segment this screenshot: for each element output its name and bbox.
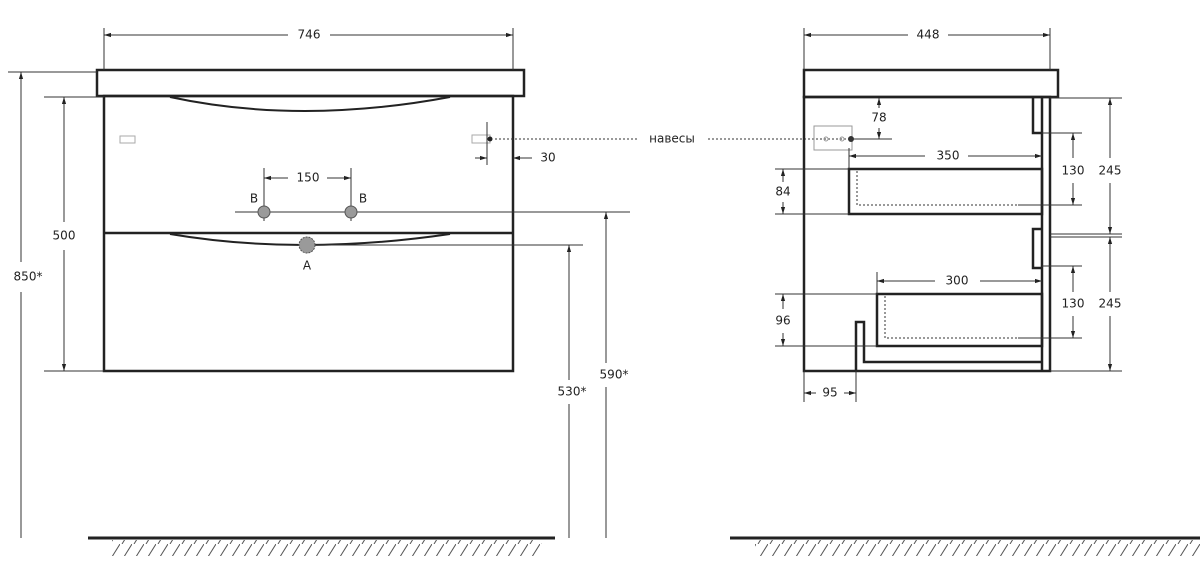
floor-hatch-right <box>755 540 1200 556</box>
inlet-left-icon <box>257 205 271 219</box>
dim-inlet-height: 590* <box>600 368 629 382</box>
lower-drawer-box <box>875 292 1044 348</box>
inlet-right-label: B <box>359 192 367 206</box>
dim-lower-drawer-height: 96 <box>775 314 790 328</box>
upper-handle-curve <box>169 96 451 112</box>
floor-hatch-left <box>112 540 542 556</box>
cabinet-body-side <box>802 95 1052 373</box>
dim-upper-drawer-depth: 350 <box>937 149 960 163</box>
hinge-left-icon <box>119 135 136 144</box>
dim-upper-drawer-height: 84 <box>775 185 790 199</box>
dim-hinge-offset: 30 <box>540 151 555 165</box>
dim-width: 746 <box>298 28 321 42</box>
drain-label: A <box>303 259 312 273</box>
hinge-point <box>487 136 493 142</box>
dim-lower-front: 245 <box>1099 297 1122 311</box>
side-view: 448 78 350 84 130 245 300 <box>730 28 1200 556</box>
hinge-bracket-icon <box>813 125 854 151</box>
dim-depth: 448 <box>917 28 940 42</box>
dim-body-height: 500 <box>53 229 76 243</box>
upper-drawer-box <box>847 167 1044 216</box>
front-view: навесы 746 850* 500 30 150 B B <box>8 28 852 556</box>
dim-hinge-height: 78 <box>871 111 886 125</box>
dim-upper-front-inner: 130 <box>1062 164 1085 178</box>
dim-drain-height: 530* <box>558 385 587 399</box>
dim-mixer-spacing: 150 <box>297 171 320 185</box>
inlet-right-icon <box>344 205 358 219</box>
lower-front-notch <box>1031 227 1042 270</box>
countertop-side <box>802 68 1060 99</box>
inlet-left-label: B <box>250 192 258 206</box>
drain-icon <box>298 236 316 254</box>
countertop-front <box>95 68 526 98</box>
dim-lower-drawer-depth: 300 <box>946 274 969 288</box>
dim-upper-front: 245 <box>1099 164 1122 178</box>
dim-plinth-offset: 95 <box>822 386 837 400</box>
upper-front-notch <box>1031 97 1042 135</box>
dim-total-height: 850* <box>14 270 43 284</box>
plinth-profile <box>854 320 1042 371</box>
dim-lower-front-inner: 130 <box>1062 297 1085 311</box>
hinges-label: навесы <box>649 132 695 146</box>
